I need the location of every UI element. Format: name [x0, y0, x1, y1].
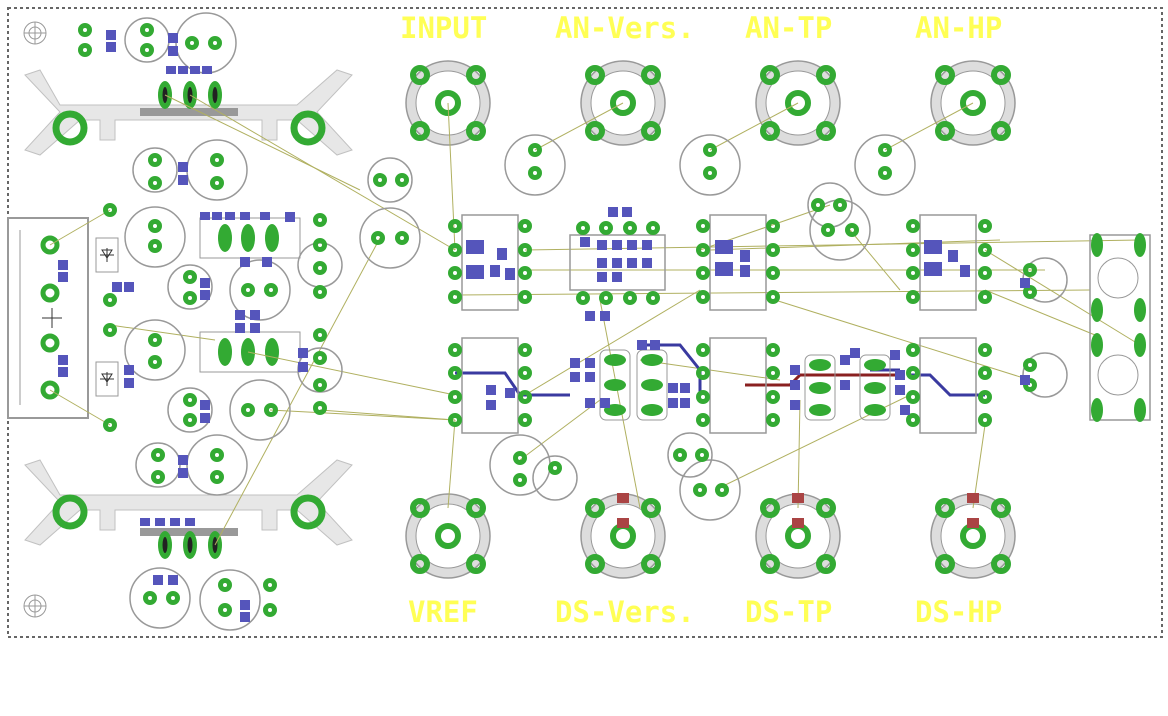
- diode-icon: [95, 237, 119, 397]
- label-input: INPUT: [400, 11, 487, 45]
- smd-pads: [58, 30, 1030, 622]
- label-ds-tp: DS-TP: [745, 595, 832, 629]
- bnc-connector-icon: [405, 60, 1016, 579]
- label-vref: VREF: [408, 595, 478, 629]
- label-an-tp: AN-TP: [745, 11, 832, 45]
- power-connector: [7, 217, 89, 419]
- output-jack: [1089, 233, 1151, 422]
- label-ds-vers: DS-Vers.: [555, 595, 695, 629]
- mounting-hole-icon: [23, 21, 47, 618]
- ic-footprint-icon: [448, 214, 992, 434]
- label-an-hp: AN-HP: [915, 11, 1002, 45]
- copper-traces: [455, 343, 985, 397]
- board-outline: [7, 7, 1163, 638]
- ceramic-caps: [599, 349, 891, 421]
- smd-pads-red: [617, 493, 979, 528]
- label-an-vers: AN-Vers.: [555, 11, 695, 45]
- label-ds-hp: DS-HP: [915, 595, 1002, 629]
- heatsink-mount-pads: [52, 110, 326, 530]
- component-pads: [78, 23, 1037, 617]
- regulator-footprints: [140, 81, 301, 559]
